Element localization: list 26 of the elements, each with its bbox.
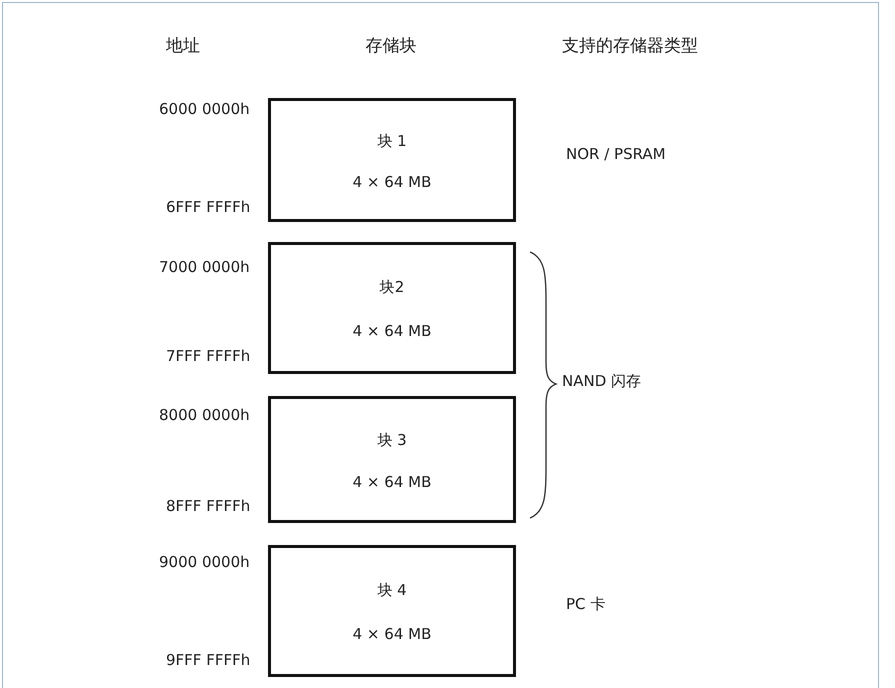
start-address: 9000 0000h bbox=[159, 553, 250, 571]
block-title: 块 3 bbox=[376, 430, 408, 450]
start-address: 6000 0000h bbox=[159, 100, 250, 118]
block-title: 块 4 bbox=[376, 581, 408, 600]
start-address: 7000 0000h bbox=[159, 258, 250, 276]
end-address: 8FFF FFFFh bbox=[166, 497, 250, 515]
memory-block-box bbox=[268, 396, 516, 523]
start-address: 8000 0000h bbox=[159, 406, 250, 424]
memory-type-label: NAND 闪存 bbox=[562, 372, 642, 391]
memory-block-box bbox=[268, 545, 516, 677]
memory-type-label: PC 卡 bbox=[566, 595, 606, 614]
memory-block-box bbox=[268, 242, 516, 374]
block-title: 块 1 bbox=[376, 132, 408, 151]
end-address: 9FFF FFFFh bbox=[166, 651, 250, 669]
column-header: 地址 bbox=[166, 35, 200, 57]
end-address: 6FFF FFFFh bbox=[166, 198, 250, 216]
column-header: 存储块 bbox=[366, 35, 416, 57]
block-title: 块2 bbox=[378, 278, 406, 297]
block-size: 4 × 64 MB bbox=[352, 472, 432, 491]
end-address: 7FFF FFFFh bbox=[166, 347, 250, 365]
memory-block-box bbox=[268, 98, 516, 222]
block-size: 4 × 64 MB bbox=[352, 624, 432, 643]
memory-type-label: NOR / PSRAM bbox=[566, 145, 666, 163]
block-size: 4 × 64 MB bbox=[352, 322, 432, 340]
block-size: 4 × 64 MB bbox=[352, 172, 432, 191]
column-header: 支持的存储器类型 bbox=[562, 35, 698, 57]
